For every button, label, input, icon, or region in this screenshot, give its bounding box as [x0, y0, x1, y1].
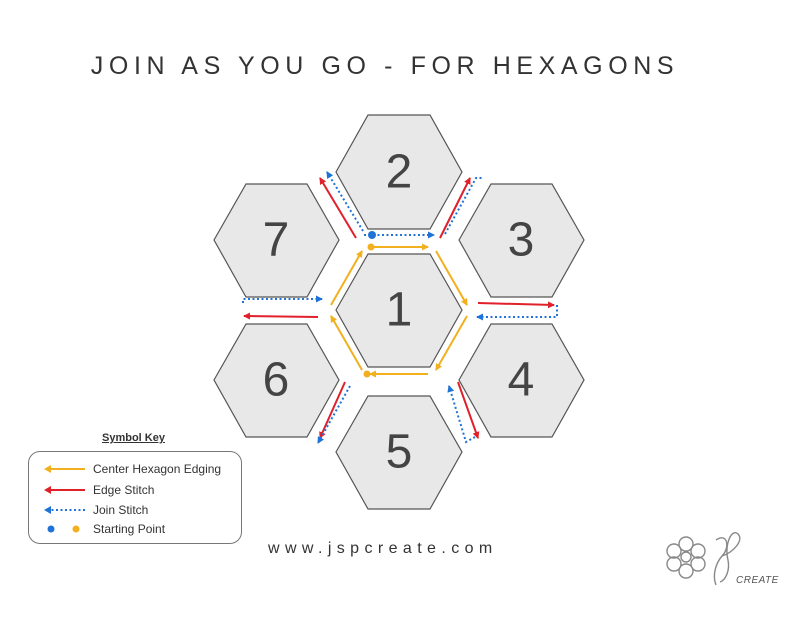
- hexagon-number: 1: [386, 284, 413, 337]
- website-url: www.jspcreate.com: [268, 540, 498, 557]
- key-item-label: Starting Point: [93, 522, 166, 536]
- symbol-key: Center Hexagon Edging Edge Stitch Join S…: [28, 451, 242, 544]
- flower-logo-icon: [666, 532, 741, 586]
- blue-dotted-arrow-icon: [44, 506, 85, 514]
- key-item-join-stitch: Join Stitch: [43, 502, 148, 518]
- key-item-center-edging: Center Hexagon Edging: [43, 461, 221, 477]
- hexagon-number: 3: [508, 214, 535, 267]
- page-title: JOIN AS YOU GO - FOR HEXAGONS: [90, 52, 680, 80]
- hexagon-2: 2: [335, 114, 463, 230]
- hexagon-6: 6: [213, 323, 340, 438]
- key-item-starting-point: Starting Point: [43, 521, 165, 537]
- symbol-key-title: Symbol Key: [102, 432, 165, 444]
- join-stitch-arrow: [447, 385, 476, 444]
- join-stitch-arrow: [317, 385, 351, 444]
- edging-arrow-upper-right: [435, 250, 468, 306]
- center-hexagon-edging: [330, 243, 468, 378]
- hexagon-5: 5: [335, 395, 463, 510]
- key-item-label: Join Stitch: [93, 503, 149, 517]
- starting-point-blue-icon: [368, 231, 376, 239]
- edging-arrow-lower-right: [435, 315, 468, 371]
- edge-stitch-arrow: [457, 381, 480, 439]
- hexagon-number: 7: [263, 214, 290, 267]
- starting-point-orange-icon: [363, 370, 371, 378]
- edging-arrow-upper-left: [330, 250, 363, 306]
- hexagon-number: 5: [386, 426, 413, 479]
- hexagon-7: 7: [213, 183, 340, 298]
- join-stitches: [242, 171, 558, 444]
- key-item-edge-stitch: Edge Stitch: [43, 482, 154, 498]
- starting-point-orange-icon: [367, 243, 375, 251]
- join-stitch-arrow: [476, 305, 558, 321]
- hexagon-number: 6: [263, 354, 290, 407]
- logo-text: CREATE: [736, 575, 779, 586]
- hexagon-3: 3: [458, 183, 585, 298]
- edge-stitch-arrow: [477, 301, 555, 309]
- starting-point-dots-icon: [47, 525, 80, 533]
- edge-stitch-arrow: [439, 177, 471, 239]
- orange-solid-arrow-icon: [44, 465, 85, 473]
- edge-stitch-arrow: [319, 177, 357, 239]
- key-item-label: Edge Stitch: [93, 483, 155, 497]
- key-item-label: Center Hexagon Edging: [93, 462, 222, 476]
- edge-stitch-arrow: [319, 381, 346, 439]
- edge-stitch-arrow: [243, 312, 319, 320]
- hexagon-number: 2: [386, 146, 413, 199]
- join-stitch-arrow: [444, 177, 483, 235]
- join-stitch-arrow: [242, 295, 323, 303]
- edge-stitches: [243, 177, 555, 439]
- red-solid-arrow-icon: [44, 486, 85, 494]
- edging-arrow-lower-left: [330, 315, 363, 371]
- hexagon-1: 1: [335, 253, 463, 368]
- hexagon-4: 4: [458, 323, 585, 438]
- hexagon-number: 4: [508, 354, 535, 407]
